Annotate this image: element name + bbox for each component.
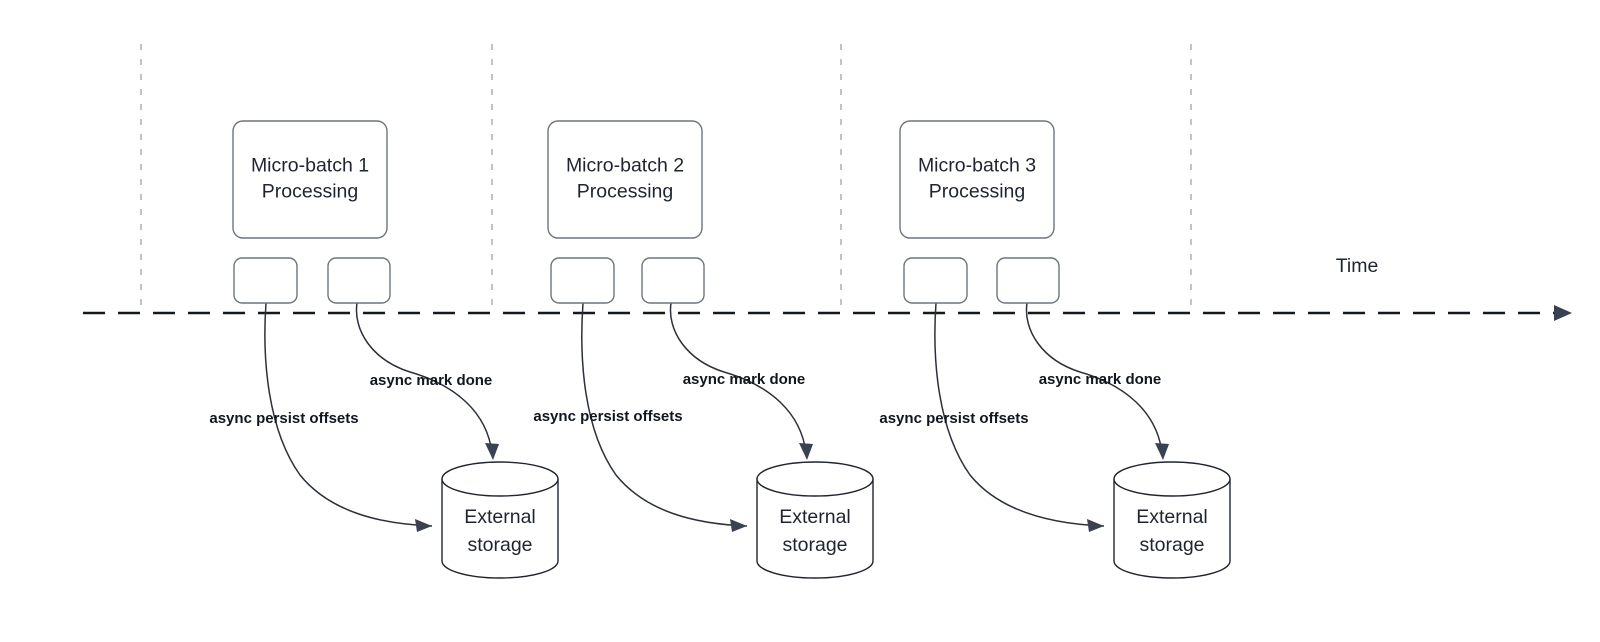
- edge-arrowhead-icon: [799, 443, 813, 460]
- task-box-persist-task-3[interactable]: [903, 257, 968, 304]
- edge-arrowhead-icon: [730, 519, 747, 532]
- edge-label-async-persist-offsets: async persist offsets: [879, 410, 1028, 427]
- batch-groups: async persist offsets async mark done Micr…: [209, 120, 1231, 579]
- edge-label-async-mark-done: async mark done: [370, 372, 493, 389]
- task-box-mark-task-2[interactable]: [641, 257, 705, 304]
- timeline-arrowhead-icon: [1554, 305, 1572, 321]
- edge-arrowhead-icon: [1087, 519, 1104, 532]
- storage-label-line1: External: [1136, 506, 1208, 528]
- storage-label-line2: storage: [782, 534, 847, 556]
- edge-async-mark-done-3: async mark done: [1025, 302, 1169, 460]
- process-box-label-line1: Micro-batch 1: [251, 155, 369, 177]
- edge-path-async-persist-offsets: [934, 302, 1105, 527]
- task-box-mark-task-3[interactable]: [996, 257, 1060, 304]
- cylinder-body: [756, 478, 874, 579]
- process-box-shape[interactable]: [232, 120, 388, 239]
- edge-async-mark-done-2: async mark done: [669, 302, 813, 460]
- process-box-label-line1: Micro-batch 3: [918, 155, 1036, 177]
- task-box-persist-task-2[interactable]: [550, 257, 615, 304]
- task-box-persist-task-1[interactable]: [233, 257, 298, 304]
- cylinder-body: [441, 478, 559, 579]
- task-box-mark-task-1[interactable]: [327, 257, 391, 304]
- timeline-axis: [83, 305, 1572, 321]
- batch-group-3: async persist offsets async mark done Micr…: [879, 120, 1231, 579]
- batch-group-1: async persist offsets async mark done Micr…: [209, 120, 559, 579]
- edge-label-async-mark-done: async mark done: [683, 371, 806, 388]
- edge-path-async-persist-offsets: [264, 302, 433, 527]
- process-box-label-line2: Processing: [577, 181, 673, 203]
- edge-label-async-mark-done: async mark done: [1039, 371, 1162, 388]
- edge-path-async-mark-done: [1025, 302, 1163, 454]
- batch-group-2: async persist offsets async mark done Micr…: [533, 120, 874, 579]
- process-box-label-line2: Processing: [262, 181, 358, 203]
- process-box-label-line2: Processing: [929, 181, 1025, 203]
- cylinder-top-ellipse: [441, 461, 559, 497]
- process-box-label-line1: Micro-batch 2: [566, 155, 684, 177]
- storage-label-line1: External: [464, 506, 536, 528]
- storage-cylinder-1[interactable]: External storage: [441, 461, 559, 579]
- storage-label-line1: External: [779, 506, 851, 528]
- edge-async-mark-done-1: async mark done: [355, 302, 499, 460]
- edge-async-persist-offsets-2: async persist offsets: [533, 302, 748, 532]
- edge-path-async-mark-done: [355, 302, 493, 454]
- storage-cylinder-2[interactable]: External storage: [756, 461, 874, 579]
- storage-label-line2: storage: [467, 534, 532, 556]
- process-box-1[interactable]: Micro-batch 1 Processing: [232, 120, 388, 239]
- edge-arrowhead-icon: [1155, 443, 1169, 460]
- cylinder-top-ellipse: [1113, 461, 1231, 497]
- edge-path-async-mark-done: [669, 302, 807, 454]
- storage-cylinder-3[interactable]: External storage: [1113, 461, 1231, 579]
- time-axis-label: Time: [1336, 255, 1379, 277]
- edge-async-persist-offsets-3: async persist offsets: [879, 302, 1105, 532]
- cylinder-top-ellipse: [756, 461, 874, 497]
- process-box-3[interactable]: Micro-batch 3 Processing: [899, 120, 1055, 239]
- edge-label-async-persist-offsets: async persist offsets: [533, 408, 682, 425]
- process-box-shape[interactable]: [899, 120, 1055, 239]
- edge-arrowhead-icon: [415, 519, 432, 532]
- edge-path-async-persist-offsets: [581, 302, 748, 527]
- process-box-2[interactable]: Micro-batch 2 Processing: [547, 120, 703, 239]
- cylinder-body: [1113, 478, 1231, 579]
- edge-arrowhead-icon: [485, 443, 499, 460]
- storage-label-line2: storage: [1139, 534, 1204, 556]
- process-box-shape[interactable]: [547, 120, 703, 239]
- edge-async-persist-offsets-1: async persist offsets: [209, 302, 433, 532]
- edge-label-async-persist-offsets: async persist offsets: [209, 410, 358, 427]
